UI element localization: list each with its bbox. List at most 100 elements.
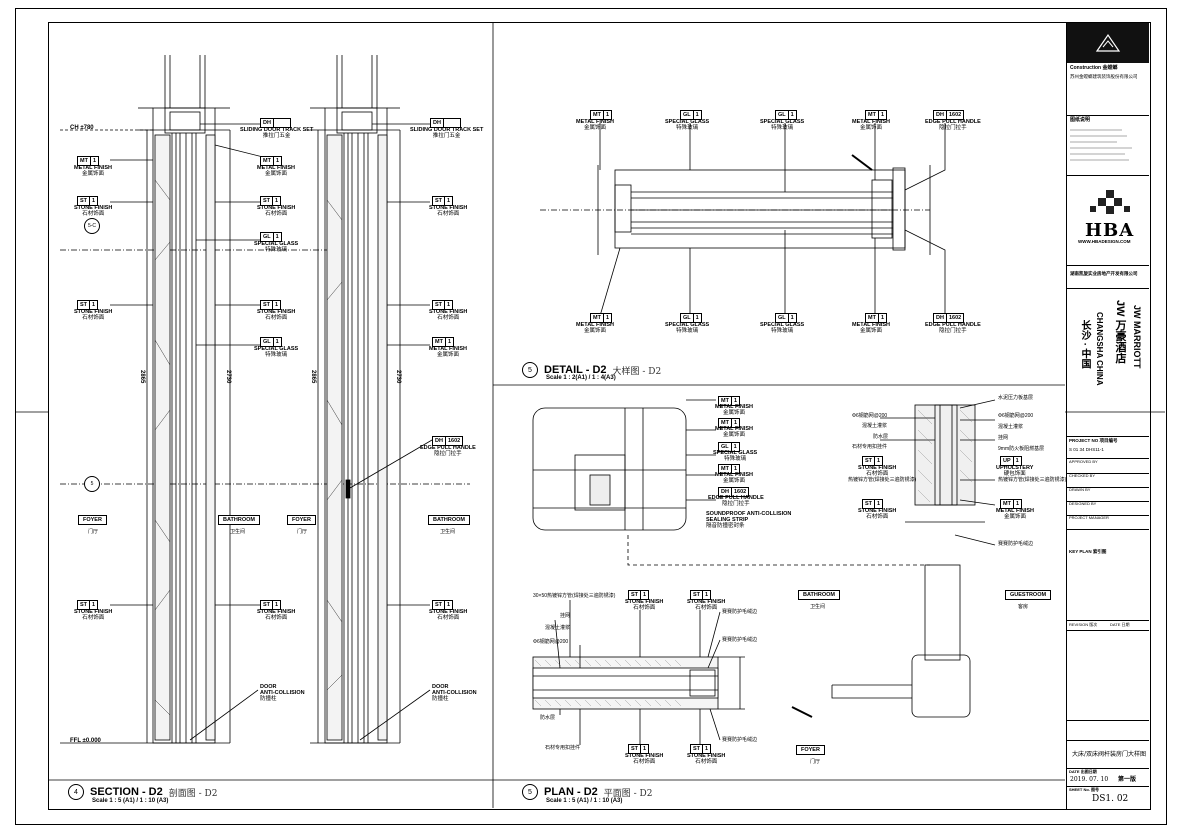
issue-row-2: CHECKED BY (1067, 474, 1149, 488)
room-guestroom-plan-cn: 客房 (1018, 604, 1029, 610)
note-stone-buckle-right: 石材专用扣挂件 (852, 444, 888, 450)
issue-row-4: DESIGNED BY (1067, 502, 1149, 516)
date-col: DATE 日期 (1110, 622, 1130, 627)
project-cn-2: 长沙 · 中国 (1079, 320, 1090, 369)
room-foyer-plan: FOYER (796, 745, 825, 755)
ffl-level: FFL ±0.000 (70, 738, 101, 744)
section-title-bar: 4 SECTION - D2 剖面图 - D2 (68, 784, 217, 800)
notes-lines (1070, 129, 1132, 161)
section-title-cn: 剖面图 - D2 (168, 788, 218, 799)
note-concrete-right: 混凝土灌浆 (862, 423, 888, 429)
note-anti-strip-plan-1: 赛赛防护毛绒边 (722, 609, 758, 615)
contractor-name: Construction 金螳螂 (1070, 65, 1118, 71)
room-foyer-1: FOYER (78, 515, 107, 525)
plan-title-cn: 平面图 - D2 (603, 788, 653, 799)
plan-title: PLAN - D2 (544, 786, 598, 798)
room-foyer-2: FOYER (287, 515, 316, 525)
note-rebar-right: Φ6钢筋网@200 (852, 413, 888, 419)
note-anti-strip-wall: 赛赛防护毛绒边 (998, 541, 1034, 547)
note-stone-buckle-plan: 石材专用扣挂件 (545, 745, 581, 751)
contractor-address: 苏州金螳螂建筑装饰股份有限公司 (1070, 74, 1138, 79)
section-marker-a[interactable]: 5-C (84, 218, 100, 234)
date-label: DATE 出图日期 (1069, 769, 1097, 774)
section-marker-b[interactable]: 5 (84, 476, 100, 492)
titleblock-border (1066, 22, 1151, 810)
room-foyer-2-cn: 门厅 (297, 529, 308, 535)
tag-dh-track-left[interactable]: DH (260, 118, 291, 128)
detail-title: DETAIL - D2 (544, 364, 607, 376)
room-bathroom-2: BATHROOM (428, 515, 470, 525)
note-rebar-plan: Φ6钢筋网@200 (533, 639, 569, 645)
issue-date: 2019. 07. 10 (1070, 776, 1109, 783)
note-galv-left: 热镀锌方管(焊接处三遍防锈漆) (848, 477, 917, 483)
room-foyer-1-cn: 门厅 (88, 529, 99, 535)
developer-name: 湖南凯旋实业房地产开发有限公司 (1070, 271, 1138, 276)
note-waterproof-right: 防水层 (873, 434, 889, 440)
section-scale: Scale 1 : 5 (A1) / 1 : 10 (A3) (92, 798, 169, 804)
issue-row-3: DRAWN BY (1067, 488, 1149, 502)
room-bathroom-plan: BATHROOM (798, 590, 840, 600)
note-conc-top: 水泥压力板基层 (998, 395, 1034, 401)
sheet-label: SHEET No. 图号 (1069, 787, 1100, 792)
project-no: S 01 34 DHS11-1 (1069, 447, 1104, 452)
outer-border (15, 8, 1167, 825)
note-galv-30: 30×50热镀锌方管(焊接处三遍防锈漆) (533, 593, 616, 599)
plan-number: 5 (522, 784, 538, 800)
tag-dh-track-right[interactable]: DH (430, 118, 461, 128)
note-galv-right: 热镀锌方管(焊接处三遍防锈漆) (998, 477, 1067, 483)
